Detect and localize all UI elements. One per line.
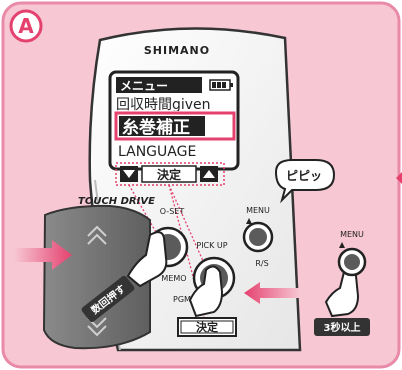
- oset-label: O-SET: [160, 207, 185, 216]
- menu-button-side[interactable]: MENU: [337, 230, 367, 277]
- confirm-tag-text: 決定: [196, 320, 218, 334]
- touch-grip[interactable]: [42, 204, 151, 350]
- rs-label: R/S: [255, 259, 268, 268]
- lcd-screen: メニュー 回収時間given 糸巻補正 LANGUAGE: [108, 70, 240, 171]
- press-arrow-left: [14, 240, 72, 270]
- memo-label: MEMO: [161, 274, 186, 283]
- press-arrow-menu: [244, 282, 300, 304]
- down-arrow-icon: [123, 170, 135, 178]
- pickup-label: PICK UP: [196, 241, 227, 250]
- product-logo: TOUCH DRIVE: [78, 196, 155, 207]
- hand-icon-oset: [126, 231, 168, 288]
- lcd-title: メニュー: [120, 79, 168, 93]
- hold-3s-tag: 3秒以上: [314, 318, 370, 336]
- hand-icon-pickup: [188, 265, 224, 318]
- lcd-row-1: 回収時間given: [116, 97, 211, 113]
- lcd-softkeys: 決定: [115, 162, 225, 186]
- lcd-row-3: LANGUAGE: [118, 144, 196, 160]
- beep-text: ピピッ: [286, 169, 322, 183]
- beep-bubble: ピピッ: [274, 159, 336, 204]
- lcd-selected-bar: [119, 116, 205, 136]
- brand-logo: SHIMANO: [144, 44, 210, 57]
- hold-3s-text: 3秒以上: [324, 321, 361, 334]
- lcd-selected-item: 糸巻補正: [122, 117, 190, 138]
- lcd-title-bar: [116, 77, 202, 93]
- panel-badge-letter: A: [18, 14, 34, 38]
- confirm-tag: 決定: [177, 317, 237, 337]
- up-arrow-icon: [203, 170, 215, 178]
- menu-up-arrow-icon: [246, 218, 252, 224]
- pgm-label: PGM: [173, 295, 191, 304]
- battery-icon: [209, 79, 233, 91]
- menu-button[interactable]: MENU R/S: [242, 206, 274, 268]
- lcd-confirm-label: 決定: [157, 167, 181, 182]
- menu-side-label: MENU: [340, 230, 364, 239]
- menu-side-up-arrow-icon: [339, 242, 345, 248]
- next-arrow-icon: [396, 172, 402, 184]
- panel-badge: A: [9, 9, 43, 43]
- menu-label: MENU: [246, 206, 270, 215]
